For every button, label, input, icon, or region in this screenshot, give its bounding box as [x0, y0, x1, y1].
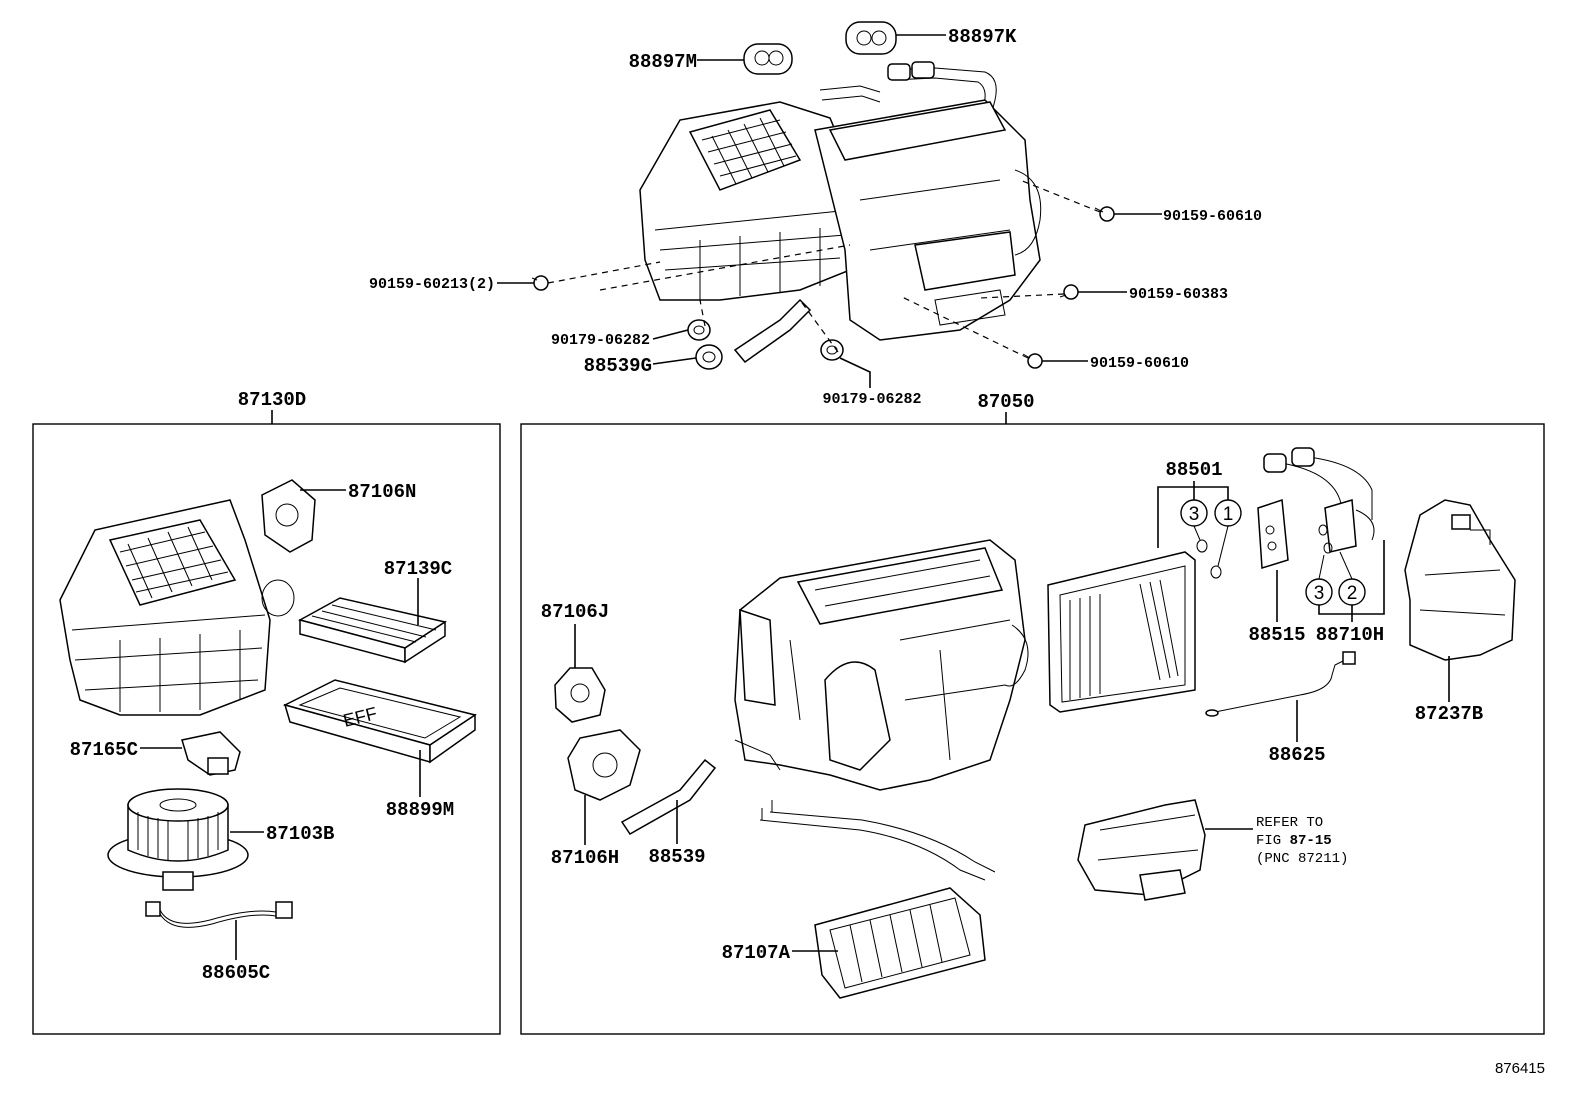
- servo-87106j-drawing: [554, 667, 606, 723]
- label-87106h: 87106H: [551, 847, 619, 869]
- circled-ref-3-lower-text: 3: [1314, 583, 1325, 604]
- top-heater-case-drawing: [814, 99, 1042, 341]
- label-90159-60610-upper: 90159-60610: [1163, 208, 1262, 225]
- label-90179-06282-left: 90179-06282: [551, 332, 650, 349]
- label-88625: 88625: [1268, 744, 1325, 766]
- tube-88710h-drawing: [1263, 447, 1375, 554]
- wire-harness-88605c-drawing: [145, 901, 293, 928]
- thermistor-88625-drawing: [1205, 651, 1356, 717]
- group-87130d-frame: [32, 423, 501, 1035]
- label-87106j: 87106J: [541, 601, 609, 623]
- top-leader-lines: [497, 34, 1162, 388]
- top-blower-case-drawing: [639, 101, 861, 301]
- top-hvac-assembly: 88897M 88897K 90159-60610 90159-60213(2)…: [369, 21, 1262, 408]
- group-87050-title: 87050: [977, 391, 1034, 413]
- ref-88710h: 3 2 88710H: [1305, 540, 1385, 646]
- blower-motor-87103b-drawing: [107, 788, 249, 891]
- label-90179-06282-bottom: 90179-06282: [822, 391, 921, 408]
- filter-frame-88899m-drawing: EFF: [282, 679, 477, 764]
- control-unit-drawing: [1077, 799, 1206, 901]
- refer-fig-prefix: FIG: [1256, 833, 1290, 849]
- heater-unit-drawing: [734, 539, 1029, 791]
- drawing-id: 876415: [1495, 1060, 1545, 1077]
- label-88897m: 88897M: [629, 51, 697, 73]
- label-88539: 88539: [648, 846, 705, 868]
- group-87050-frame: [520, 423, 1545, 1035]
- seal-88897m-drawing: [743, 43, 793, 75]
- label-87106n: 87106N: [348, 481, 416, 503]
- label-90159-60383: 90159-60383: [1129, 286, 1228, 303]
- mounting-dash-lines: [547, 179, 1101, 359]
- refer-line-2: FIG 87-15: [1256, 833, 1332, 849]
- circled-ref-3-upper-text: 3: [1189, 504, 1200, 525]
- label-90159-60610-lower: 90159-60610: [1090, 355, 1189, 372]
- label-88897k: 88897K: [948, 26, 1017, 48]
- group-87130d: 87130D 87106N: [32, 389, 501, 1035]
- duct-87237b-drawing: [1404, 499, 1516, 661]
- refer-line-1: REFER TO: [1256, 815, 1323, 831]
- label-87165c: 87165C: [70, 739, 138, 761]
- label-88539g: 88539G: [584, 355, 652, 377]
- label-88515: 88515: [1248, 624, 1305, 646]
- screws-drawing: [531, 206, 1115, 369]
- resistor-87165c-drawing: [181, 731, 241, 776]
- circled-ref-1-text: 1: [1223, 504, 1234, 525]
- label-87103b: 87103B: [266, 823, 334, 845]
- servo-87106n-drawing: [261, 479, 316, 553]
- servo-87106h-drawing: [567, 729, 641, 801]
- label-87139c: 87139C: [384, 558, 452, 580]
- heater-core-87107a-drawing: [759, 800, 996, 999]
- label-88899m: 88899M: [386, 799, 454, 821]
- refer-to-note: REFER TO FIG 87-15 (PNC 87211): [1256, 815, 1348, 867]
- refer-line-3: (PNC 87211): [1256, 851, 1348, 867]
- group-87050: 87050 87106J 87106H: [520, 391, 1545, 1035]
- refer-fig-number[interactable]: 87-15: [1290, 833, 1332, 849]
- label-87237b: 87237B: [1415, 703, 1483, 725]
- label-88605c: 88605C: [202, 962, 270, 984]
- seal-88897k-drawing: [845, 21, 897, 55]
- label-87107a: 87107A: [722, 942, 791, 964]
- expansion-valve-88515-drawing: [1257, 498, 1289, 569]
- label-88710h: 88710H: [1316, 624, 1384, 646]
- label-90159-60213: 90159-60213(2): [369, 276, 495, 293]
- group-87130d-title: 87130D: [238, 389, 306, 411]
- ref-88501: 88501 3 1: [1157, 459, 1242, 579]
- drain-hose-88539-drawing: [620, 758, 717, 835]
- circled-ref-2-text: 2: [1347, 583, 1358, 604]
- blower-case-drawing: [59, 499, 295, 716]
- filter-87139c-drawing: [298, 597, 447, 664]
- label-88501: 88501: [1165, 459, 1222, 481]
- evaporator-drawing: [1047, 551, 1196, 713]
- top-drain-hose-drawing: [733, 298, 812, 364]
